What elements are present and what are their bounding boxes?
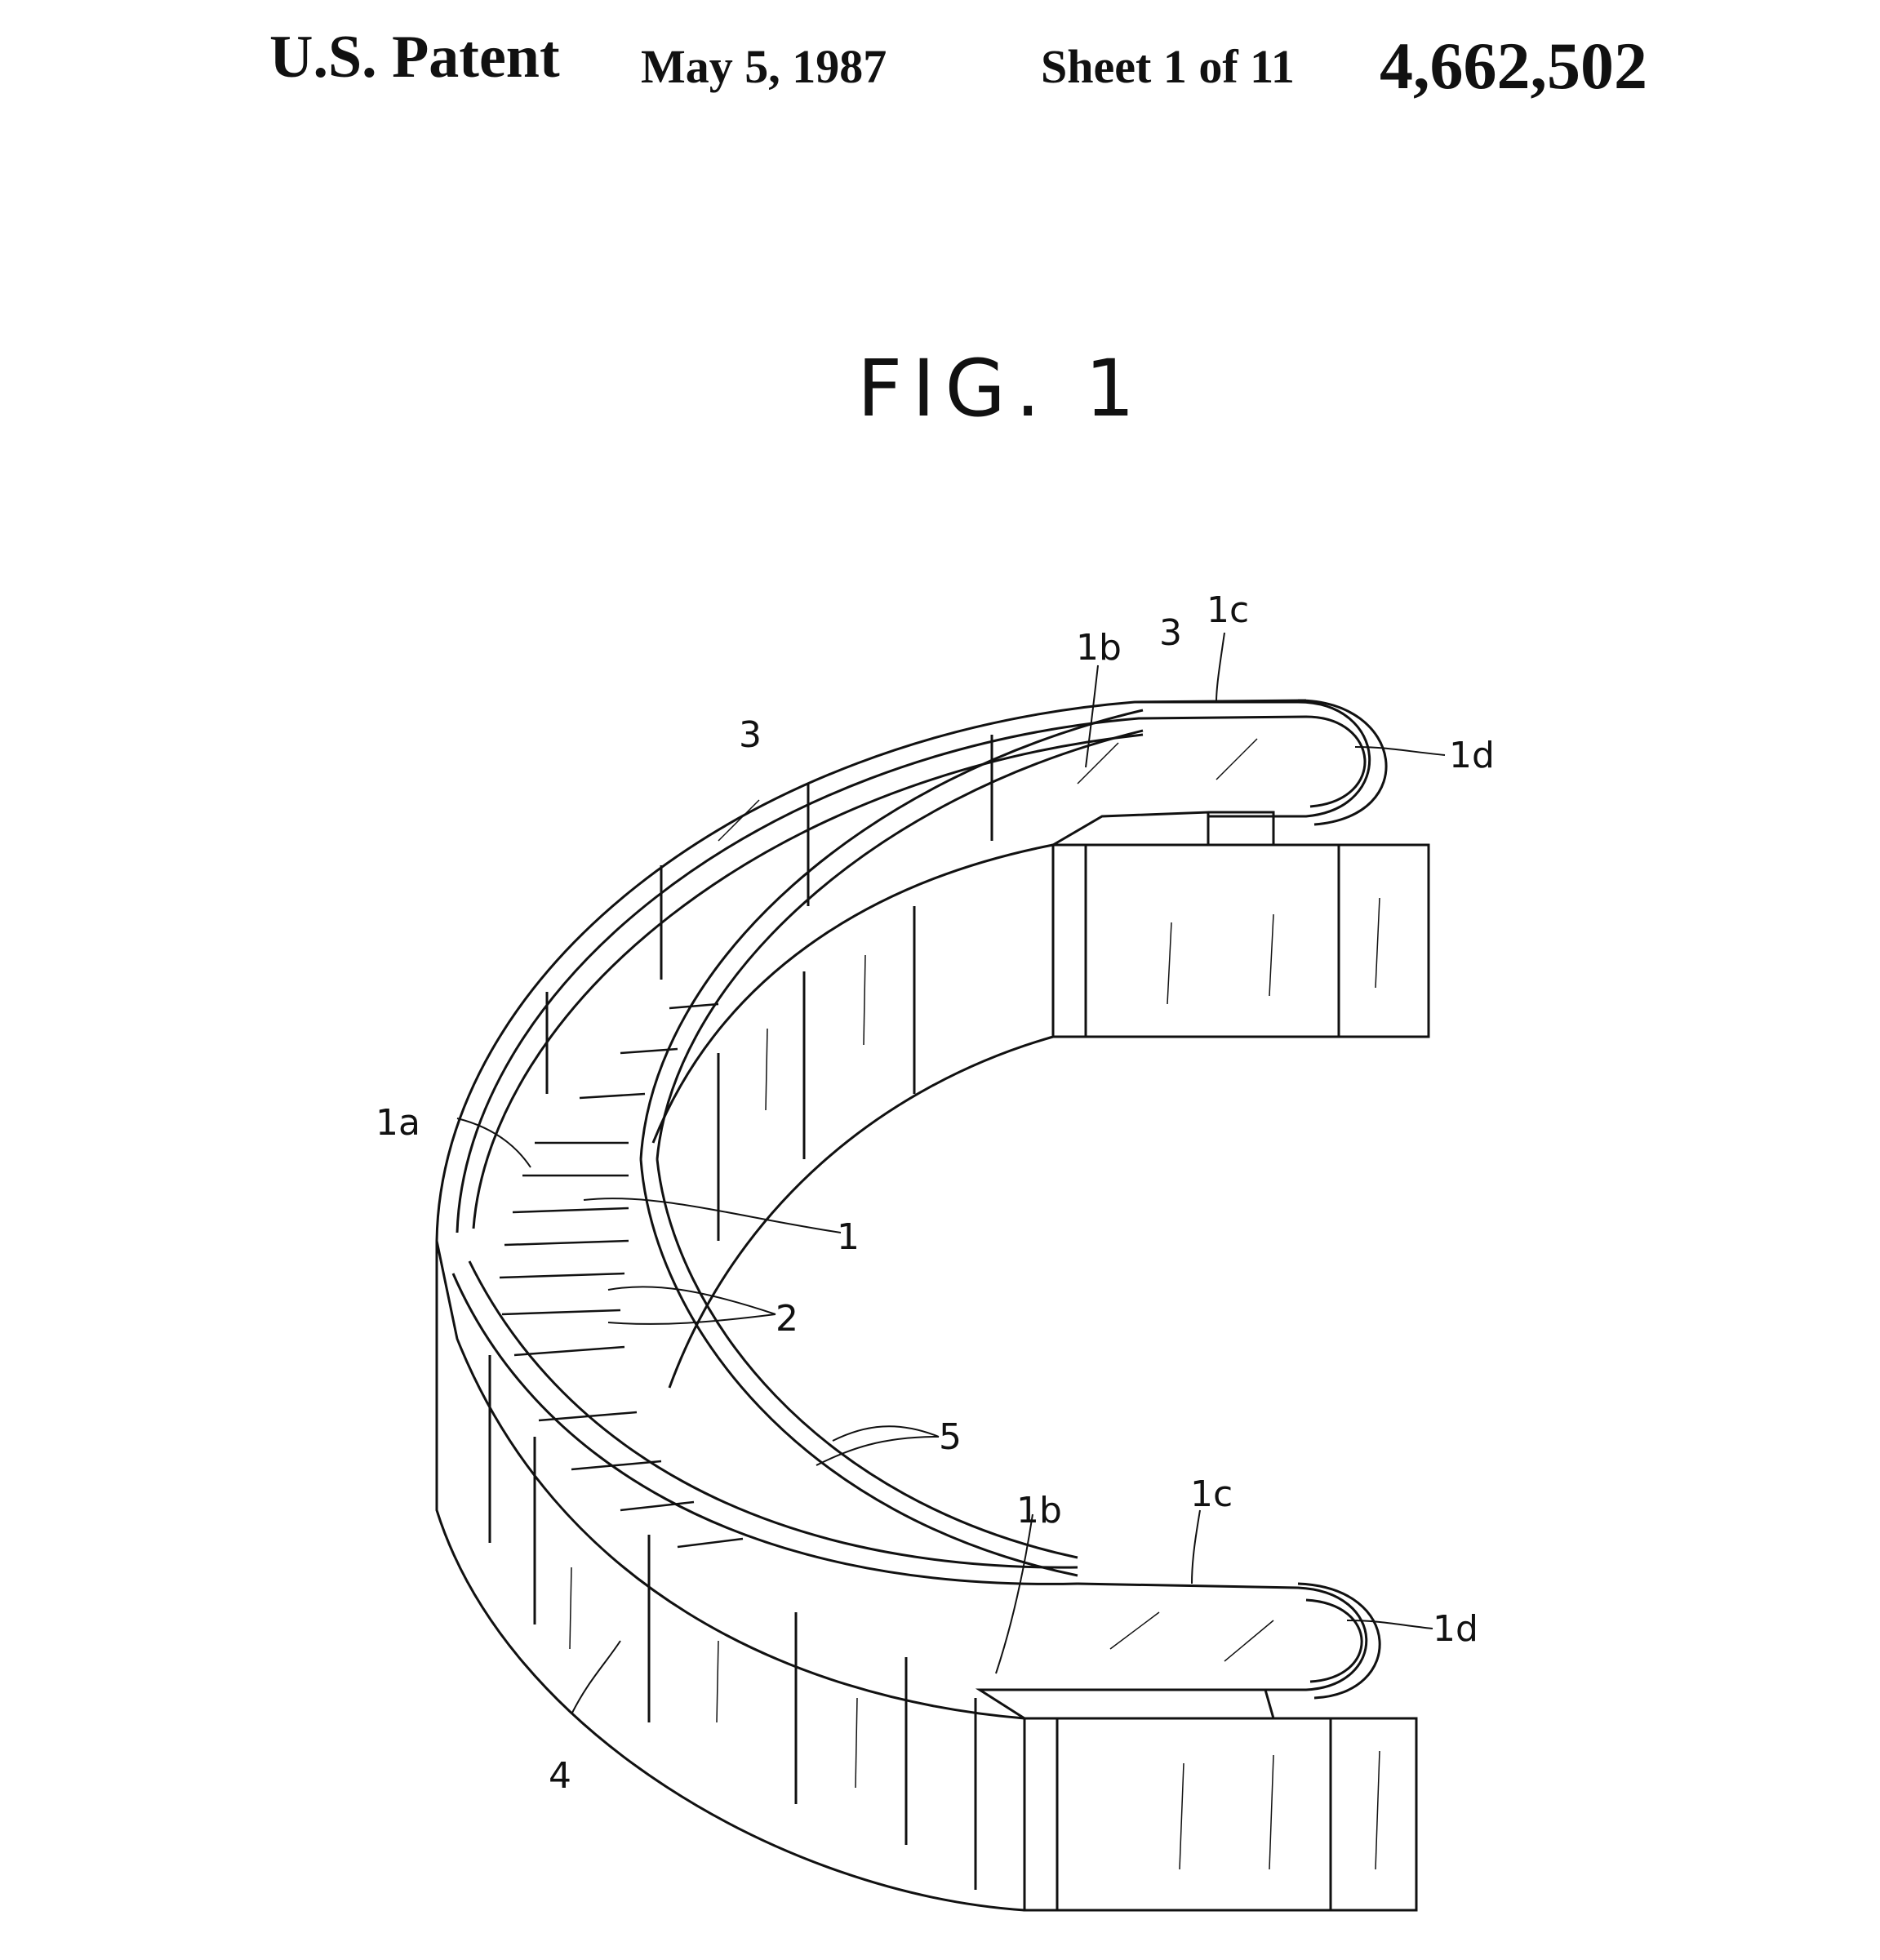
glass-hatching — [569, 738, 1380, 1870]
label-3-left: 3 — [739, 714, 762, 756]
inner-balustrade — [639, 709, 1144, 1577]
sheet-number: Sheet 1 of 11 — [1041, 40, 1295, 93]
label-1c-bottom: 1c — [1190, 1473, 1233, 1515]
steps — [499, 1002, 744, 1549]
label-4: 4 — [549, 1755, 571, 1797]
figure-title: FIG. 1 — [857, 343, 1145, 434]
upper-newel — [1135, 699, 1388, 826]
lower-newel — [1077, 1582, 1381, 1700]
label-1c-top: 1c — [1207, 589, 1249, 631]
label-5: 5 — [939, 1416, 962, 1458]
label-1a: 1a — [376, 1102, 420, 1144]
label-1b-bottom: 1b — [1016, 1490, 1062, 1531]
label-1d-top: 1d — [1449, 735, 1495, 776]
upper-landing-block — [1051, 811, 1430, 1038]
label-1d-bottom: 1d — [1433, 1608, 1478, 1650]
leader-lines — [456, 632, 1446, 1715]
label-1b-top: 1b — [1076, 627, 1122, 669]
label-2: 2 — [776, 1298, 798, 1340]
curved-truss — [435, 1240, 1025, 1912]
label-1: 1 — [837, 1216, 860, 1258]
label-3-top: 3 — [1159, 612, 1182, 654]
patent-header-title: U.S. Patent — [269, 24, 560, 91]
inner-truss — [651, 843, 1054, 1389]
lower-landing-block — [975, 1688, 1418, 1912]
outer-balustrade — [435, 699, 1307, 1585]
patent-number: 4,662,502 — [1380, 29, 1647, 103]
patent-date: May 5, 1987 — [641, 40, 887, 93]
